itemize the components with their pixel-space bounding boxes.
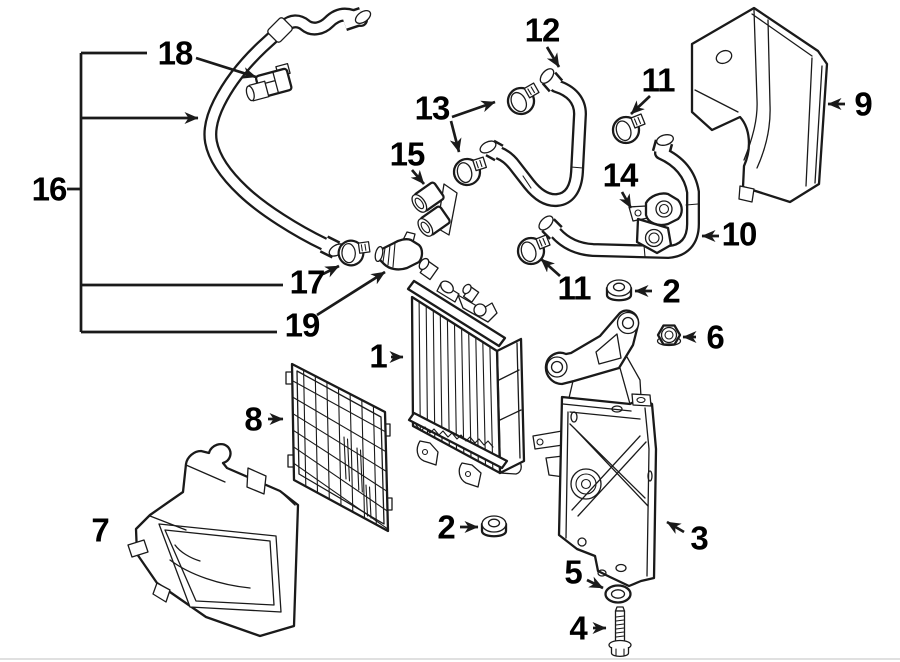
callout-11-lower: 11 (557, 269, 592, 307)
clamp-11-upper-drawing (611, 112, 647, 145)
callout-5: 5 (564, 553, 582, 591)
callout-11-upper: 11 (641, 61, 676, 99)
protective-grille-8-drawing (285, 362, 393, 533)
air-guide-shield-9-drawing (690, 6, 829, 204)
clamp-11-lower-drawing (516, 233, 552, 266)
bolt-4-drawing (608, 606, 632, 658)
callout-15: 15 (389, 135, 426, 173)
sensor-fitting-14-drawing (628, 192, 683, 255)
callout-7: 7 (91, 511, 109, 549)
coolant-hose-12-drawing (479, 68, 588, 208)
clamp-13-lower-drawing (451, 153, 489, 188)
callout-16-bracket (67, 51, 283, 334)
callout-8: 8 (244, 400, 262, 438)
air-duct-7-drawing (127, 443, 300, 638)
nut-6-drawing (656, 324, 682, 347)
radiator-1-drawing (406, 257, 526, 488)
callout-4: 4 (569, 609, 587, 647)
clamp-17-drawing (334, 234, 374, 271)
junction-fitting-15-drawing (411, 181, 458, 237)
leader-arrows (195, 46, 845, 634)
callout-18: 18 (157, 34, 194, 72)
callout-13: 13 (414, 89, 451, 127)
callout-14: 14 (602, 156, 639, 194)
callout-2-lower: 2 (437, 508, 455, 546)
elbow-fitting-19-drawing (374, 231, 424, 271)
grommet-2-upper-drawing (605, 278, 633, 302)
mounting-bracket-3-drawing (532, 309, 658, 588)
bottom-border-line (0, 658, 900, 660)
coolant-hose-10-drawing (538, 134, 700, 260)
callout-2-upper: 2 (662, 272, 680, 310)
oring-5-drawing (604, 584, 632, 604)
callout-3: 3 (690, 519, 708, 557)
callout-6: 6 (706, 318, 724, 356)
callout-17: 17 (289, 263, 326, 301)
callout-12: 12 (524, 11, 561, 49)
callout-9: 9 (854, 85, 872, 123)
callout-10: 10 (721, 215, 758, 253)
quick-connector-18-drawing (245, 62, 293, 102)
callout-16: 16 (31, 170, 68, 208)
clamp-13-upper-drawing (504, 81, 543, 117)
callout-1: 1 (369, 337, 387, 375)
coolant-hose-16-drawing (203, 6, 372, 259)
grommet-2-lower-drawing (480, 514, 508, 538)
callout-19: 19 (284, 306, 321, 344)
